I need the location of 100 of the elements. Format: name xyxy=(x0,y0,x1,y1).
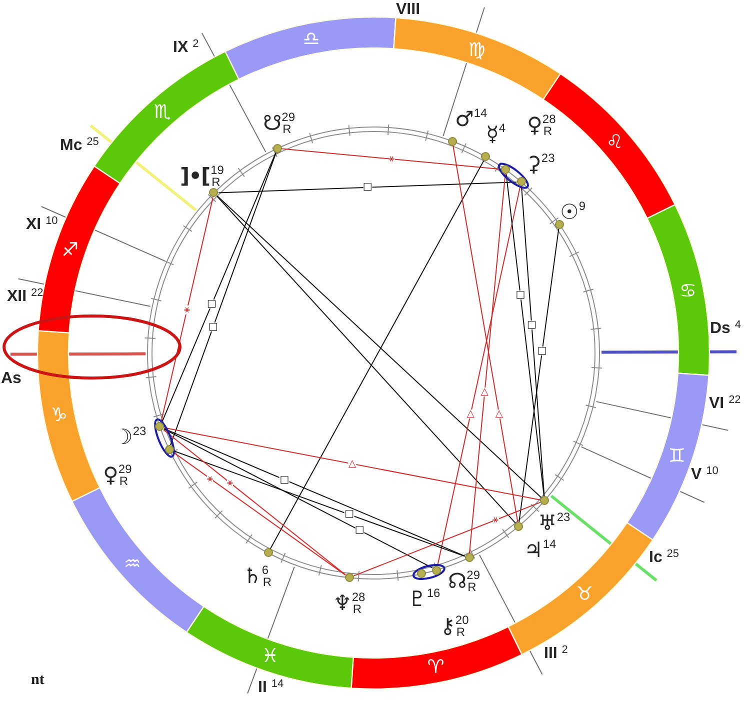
zodiac-ring-segment xyxy=(392,16,562,101)
zodiac-sign-symbol: ♏ xyxy=(154,102,171,122)
aspect-symbol: ⚹ xyxy=(184,305,190,314)
planet-symbol: ☊ xyxy=(448,569,466,593)
aspect-line xyxy=(518,228,560,522)
house-cusp-label: IX $^{2}$ xyxy=(173,39,199,56)
house-cusp-label: VI $^{22}$ xyxy=(709,395,741,412)
planet-symbol: ⚷ xyxy=(440,614,454,638)
aspect-symbol: □ xyxy=(344,510,354,519)
house-cusp-label: As xyxy=(1,370,22,387)
planet-point xyxy=(540,496,550,506)
aspect-line xyxy=(218,182,518,194)
house-cusp-label: Mc $^{25}$ xyxy=(60,137,99,154)
degree-number: 19 xyxy=(210,164,224,176)
planet-symbol: ♃ xyxy=(524,538,542,562)
house-cusp-label: V $^{10}$ xyxy=(691,466,718,483)
planet-symbol: ♀ xyxy=(527,113,542,137)
retrograde-mark: R xyxy=(282,123,292,135)
degree-number: 29 xyxy=(282,111,296,123)
degree-number: 28 xyxy=(542,113,556,125)
house-cusp-label: XI $^{10}$ xyxy=(26,216,58,233)
aspect-symbol: □ xyxy=(362,182,372,192)
aspect-symbol: △ xyxy=(480,388,488,397)
aspect-symbol: □ xyxy=(207,300,216,309)
aspect-symbol: ⚹ xyxy=(226,478,233,488)
planet-point xyxy=(416,569,426,578)
zodiac-ring-segment xyxy=(36,329,101,503)
zodiac-ring-segment xyxy=(224,16,397,81)
aspect-line xyxy=(437,186,521,566)
retrograde-mark: R xyxy=(468,581,476,593)
planet-symbol: ☋ xyxy=(263,111,281,135)
degree-number: 29 xyxy=(466,569,480,581)
zodiac-sign-symbol: ♎ xyxy=(302,28,320,49)
aspect-symbol: ⚹ xyxy=(207,474,214,483)
aspect-line xyxy=(270,160,484,550)
planet-point xyxy=(264,548,273,558)
planet-point xyxy=(501,165,510,174)
zodiac-sign-symbol: ♈ xyxy=(427,657,444,678)
aspect-line xyxy=(282,148,502,170)
retrograde-mark: R xyxy=(352,603,362,615)
zodiac-sign-symbol: ♒ xyxy=(124,554,141,574)
aspect-symbol: ⚹ xyxy=(388,154,395,164)
degree-number: 28 xyxy=(352,591,366,603)
aspect-line xyxy=(160,196,214,424)
planet-point xyxy=(273,144,282,153)
house-cusp-label: Ic $^{25}$ xyxy=(649,549,680,566)
planet-symbol: ♂ xyxy=(455,107,473,131)
zodiac-ring-segment xyxy=(542,72,676,220)
zodiac-ring-segment xyxy=(71,486,205,634)
degree-number: 6 xyxy=(262,564,269,576)
aspect-line xyxy=(521,186,545,497)
planet-point xyxy=(464,553,474,562)
zodiac-sign-symbol: ♐ xyxy=(62,240,79,260)
planet-point xyxy=(209,188,218,198)
aspect-symbol: □ xyxy=(208,322,218,332)
zodiac-sign-symbol: ♌ xyxy=(606,132,624,152)
house-cusp-label: II $^{14}$ xyxy=(258,679,284,696)
aspect-line xyxy=(452,145,518,522)
degree-number: 23 xyxy=(541,152,555,164)
aspect-symbol: □ xyxy=(526,320,536,330)
degree-number: 14 xyxy=(474,107,488,119)
planet-symbol: ]•[ xyxy=(180,164,210,188)
aspect-line xyxy=(163,428,434,568)
zodiac-sign-symbol: ♊ xyxy=(668,446,686,466)
aspect-line xyxy=(468,174,506,554)
retrograde-mark: R xyxy=(119,475,128,487)
degree-number: 23 xyxy=(556,511,570,523)
aspect-line xyxy=(172,450,466,557)
planet-point xyxy=(448,136,457,146)
house-cusp-label: VIII xyxy=(396,1,420,18)
aspect-symbol: □ xyxy=(516,290,526,300)
planet-symbol: ☽ xyxy=(114,425,132,449)
aspect-symbol: □ xyxy=(537,346,547,356)
retrograde-mark: R xyxy=(456,626,466,638)
zodiac-ring-segment xyxy=(646,203,711,377)
planet-symbol: ☿ xyxy=(486,122,498,146)
aspect-symbol: △ xyxy=(495,409,503,418)
note-text: nt xyxy=(31,672,44,688)
aspect-symbol: □ xyxy=(280,475,290,484)
degree-number: 16 xyxy=(426,587,440,599)
planet-symbol: ♄ xyxy=(243,564,261,588)
aspect-symbol: ⚹ xyxy=(492,515,499,524)
retrograde-mark: R xyxy=(543,125,552,137)
planet-point xyxy=(554,220,564,229)
zodiac-sign-symbol: ♓ xyxy=(262,646,279,666)
retrograde-mark: R xyxy=(262,576,272,588)
zodiac-sign-symbol: ♉ xyxy=(576,584,594,604)
degree-number: 29 xyxy=(118,463,132,475)
degree-number: 14 xyxy=(542,538,556,550)
house-cusp-label: III $^{2}$ xyxy=(544,645,568,662)
aspect-symbol: △ xyxy=(348,459,356,468)
zodiac-sign-symbol: ♍ xyxy=(468,40,486,60)
house-cusp-label: Ds $^{4}$ xyxy=(710,320,742,337)
planet-symbol: ☉ xyxy=(560,200,578,224)
planet-symbol: ♀ xyxy=(103,463,118,487)
planet-symbol: ♇ xyxy=(408,587,426,611)
aspect-line xyxy=(352,502,541,577)
planet-point xyxy=(516,177,526,186)
aspect-line xyxy=(164,427,541,500)
retrograde-mark: R xyxy=(212,176,220,188)
